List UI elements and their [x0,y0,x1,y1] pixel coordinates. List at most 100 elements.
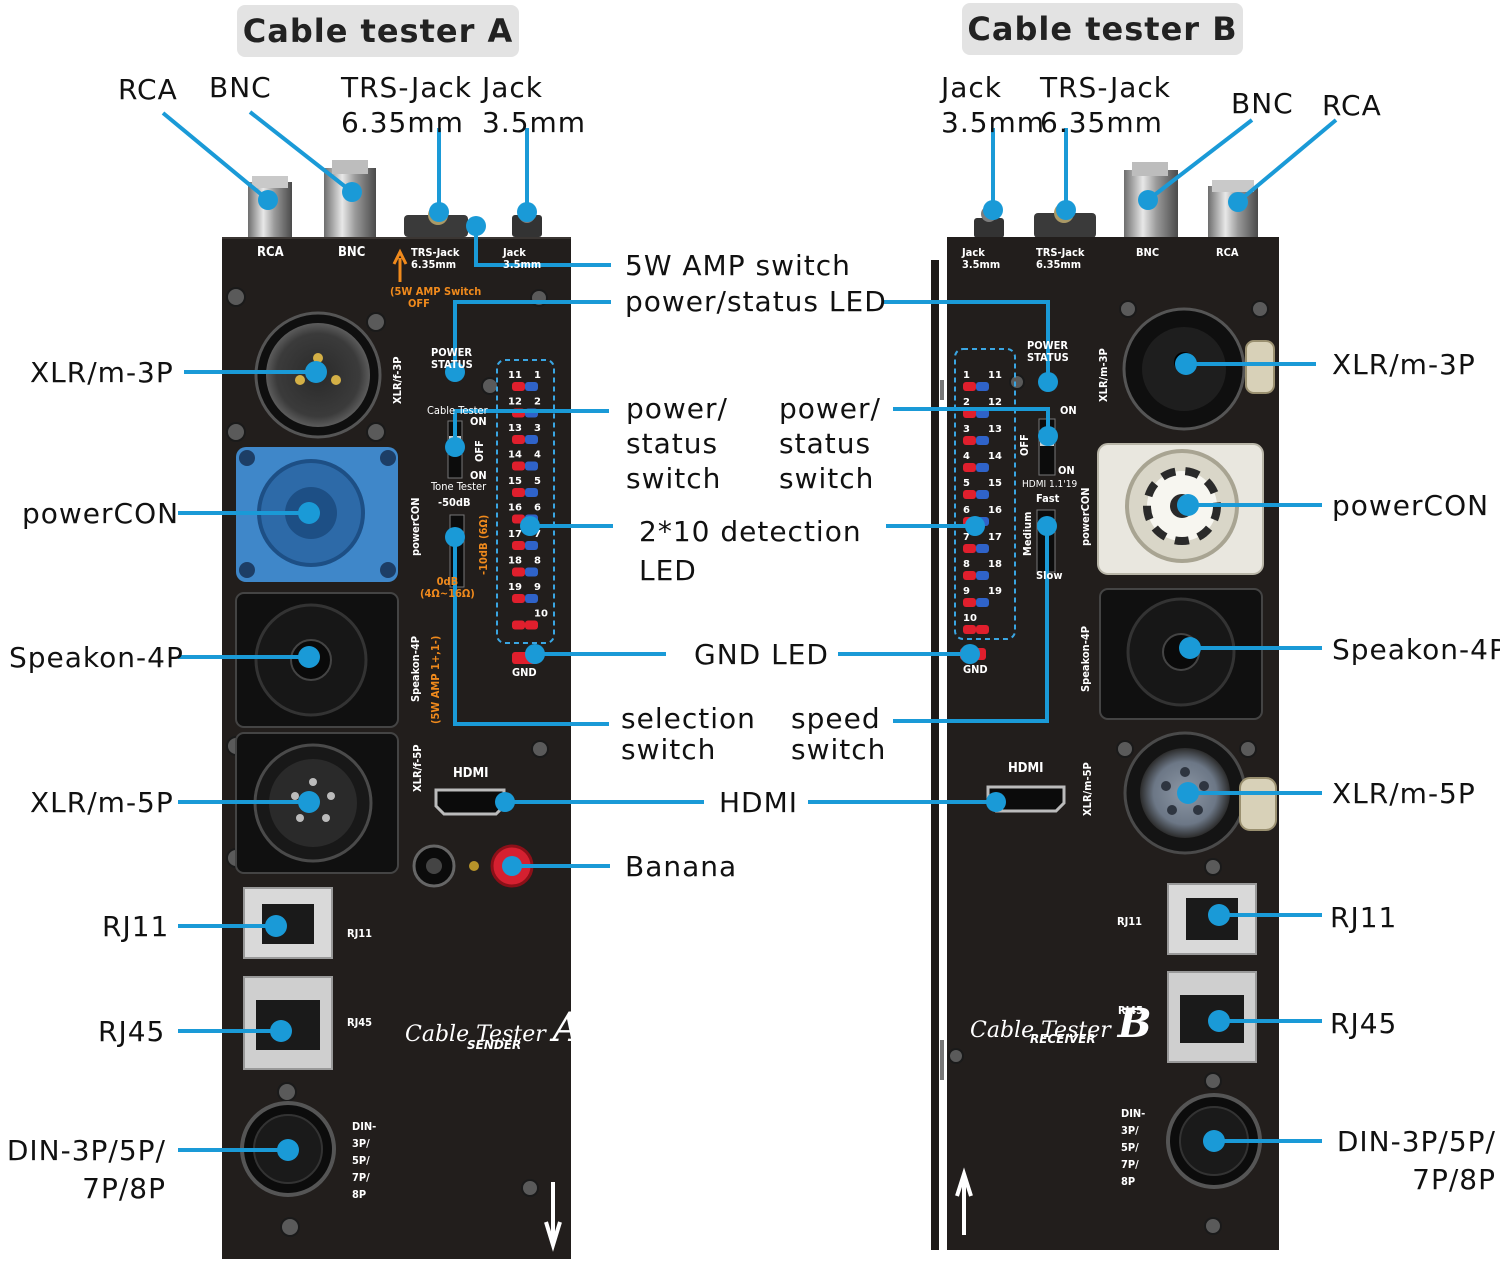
a-panel-label-hdmi: HDMI [453,766,489,781]
b-panel-label-on-top: ON [1060,404,1077,417]
a-led-number: 11 [508,370,522,381]
b-led-box [954,348,1016,640]
b-panel-label-power-status: POWER STATUS [1027,339,1069,364]
a-led-blue [525,620,538,630]
callout-b-xlr5: XLR/m-5P [1332,777,1476,810]
a-led-number: 7 [534,529,541,540]
a-led-row: 15 5 [508,476,541,497]
callout-selection-switch: selection switch [621,702,756,766]
a-panel-label-xlr-f3p: XLR/f-3P [391,356,404,404]
b-led-blue [976,598,989,607]
b-led-blue [976,625,989,634]
a-panel-label-on-top: ON [470,415,487,428]
callout-banana: Banana [625,850,738,883]
a-led-red [512,620,525,630]
b-panel-label-xlr-m3p: XLR/m-3P [1097,348,1110,402]
a-brand-name: Cable Tester [405,1022,546,1047]
b-led-number: 6 [963,505,970,516]
b-led-blue [976,382,989,391]
a-led-number: 14 [508,450,522,461]
callout-a-powercon: powerCON [22,497,180,530]
a-down-arrow [544,1182,562,1252]
a-panel-label-powercon: powerCON [409,497,422,556]
a-led-number: 6 [534,503,541,514]
callout-dots [258,182,1248,1161]
a-panel-label-rj11: RJ11 [347,927,373,940]
callout-a-power-switch: power/ status switch [626,392,728,495]
b-jack-connector [974,218,1004,238]
b-led-number: 16 [988,505,1002,516]
a-hdmi-port [434,788,506,816]
b-led-number: 12 [988,397,1002,408]
b-led-number: 9 [963,586,970,597]
callout-b-powercon: powerCON [1332,489,1490,522]
a-led-blue [525,435,538,444]
callout-b-bnc: BNC [1231,87,1294,120]
b-led-red [963,544,976,553]
b-panel-label-jack: Jack 3.5mm [962,246,1001,271]
b-led-red [963,463,976,472]
callout-b-speakon: Speakon-4P [1332,633,1500,666]
a-panel-label-bnc: BNC [338,245,366,260]
a-led-number: 10 [534,609,548,620]
a-led-red [512,461,525,471]
callout-b-jack: Jack 3.5mm [941,71,1046,139]
b-panel-label-speakon: Speakon-4P [1079,626,1092,692]
callout-b-trs: TRS-Jack 6.35mm [1040,71,1172,139]
a-led-number: 1 [534,370,541,381]
b-panel-label-off: OFF [1018,434,1031,456]
b-trs-connector [1034,213,1096,238]
callout-detection-led: 2*10 detection LED [639,515,862,587]
a-panel-label-trs: TRS-Jack 6.35mm [411,246,460,271]
callout-a-xlr5: XLR/m-5P [30,786,174,819]
b-led-number: 5 [963,478,970,489]
a-panel-label-minus10db: -10dB (6Ω) [477,514,490,575]
callout-a-trs: TRS-Jack 6.35mm [341,71,473,139]
a-panel-label-rca: RCA [257,245,284,260]
b-panel-label-xlr-m5p: XLR/m-5P [1081,762,1094,816]
tester-b-title: Cable tester B [962,3,1243,55]
a-bnc-connector [324,168,376,237]
a-panel-label-minus50db: -50dB [438,496,471,509]
a-led-red [512,488,525,497]
a-led-red [512,382,525,391]
b-panel-label-rj11: RJ11 [1117,915,1143,928]
a-led-number: 16 [508,503,522,514]
a-led-red [512,567,525,577]
b-led-number: 4 [963,451,970,462]
a-panel-label-speakon-amp: (5W AMP 1+,1-) [429,635,442,724]
b-led-red [963,409,976,418]
a-led-red [512,541,525,550]
b-panel-label-hdmi: HDMI [1008,761,1044,776]
a-led-blue [525,541,538,550]
a-led-number: 15 [508,476,522,487]
a-led-number: 5 [534,476,541,487]
b-brand-letter: B [1117,1000,1152,1047]
callout-hdmi: HDMI [719,786,799,819]
b-led-blue [976,490,989,499]
b-led-number: 13 [988,424,1002,435]
a-led-number: 3 [534,423,541,434]
a-led-number: 12 [508,397,522,408]
a-led-box [496,359,555,644]
a-led-row: 10 [512,609,548,630]
a-panel-label-0db: 0dB (4Ω~16Ω) [420,575,475,600]
callout-b-power-switch: power/ status switch [779,392,881,495]
a-panel-label-amp-off: OFF [408,297,430,310]
a-panel-label-gnd: GND [512,666,537,679]
b-led-red [963,625,976,634]
a-panel-label-off: OFF [473,440,486,462]
callout-amp-switch: 5W AMP switch [625,249,851,282]
callout-a-jack: Jack 3.5mm [482,71,587,139]
